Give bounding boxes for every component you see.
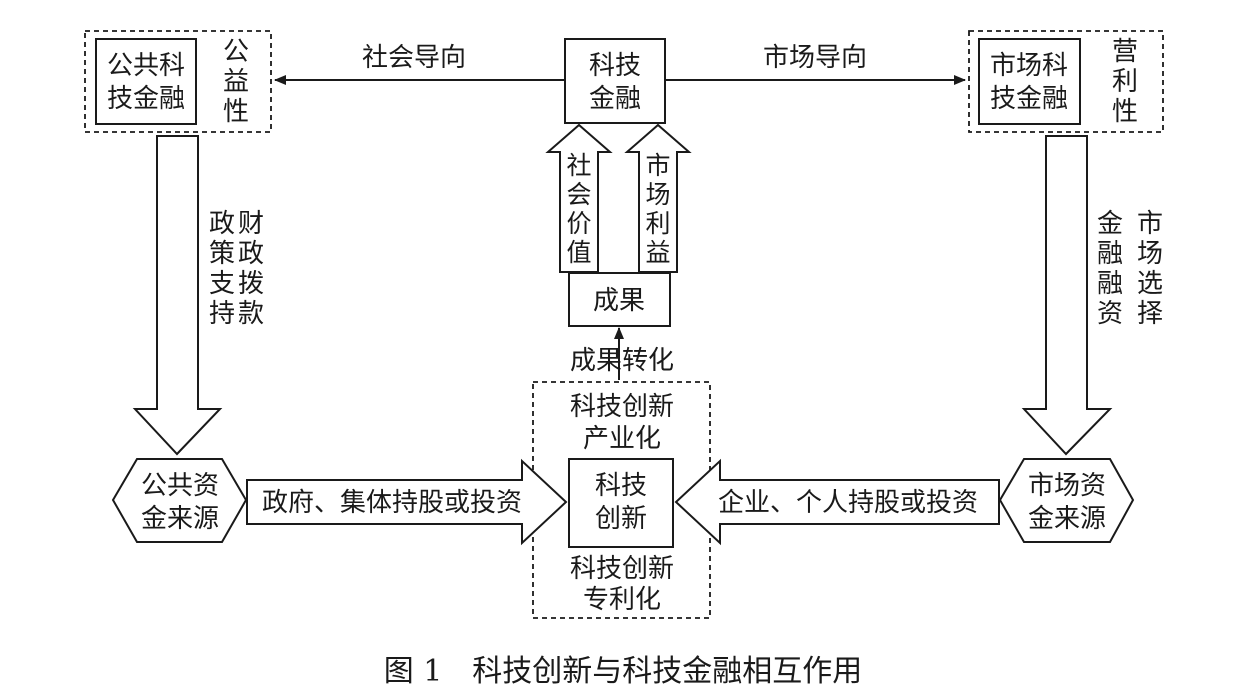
- industrialization-line-2: 产业化: [583, 424, 661, 454]
- figure-caption: 图 1 科技创新与科技金融相互作用: [384, 654, 863, 689]
- public-finance-group: [84, 30, 272, 133]
- market-side-label-2: 利: [1112, 67, 1138, 97]
- innovation-line-2: 创新: [595, 504, 647, 534]
- market-interest-char-3: 利: [645, 209, 670, 238]
- fiscal-col1-char-2: 策: [209, 239, 235, 269]
- public-finance-line-1: 公共科: [107, 51, 185, 81]
- market-selection-arrow: [1021, 135, 1113, 456]
- market-col2-char-3: 选: [1137, 269, 1163, 299]
- fiscal-col2-char-2: 政: [238, 239, 264, 269]
- market-finance-line-1: 市场科: [990, 51, 1068, 81]
- social-orientation-label: 社会导向: [362, 43, 466, 73]
- fiscal-col1-char-4: 持: [209, 299, 235, 329]
- market-col1-char-4: 资: [1097, 299, 1123, 329]
- gov-investment-label: 政府、集体持股或投资: [262, 488, 522, 518]
- market-col2-char-2: 场: [1137, 239, 1163, 269]
- market-finance-group: [968, 30, 1164, 133]
- social-value-char-4: 值: [566, 238, 591, 267]
- market-interest-char-4: 益: [645, 238, 670, 267]
- innovation-box: [568, 458, 674, 548]
- market-finance-box: [978, 38, 1081, 125]
- private-investment-label: 企业、个人持股或投资: [718, 488, 978, 518]
- market-source-line-2: 金来源: [1028, 504, 1106, 534]
- center-finance-line-2: 金融: [589, 84, 641, 114]
- fiscal-col2-char-4: 款: [238, 299, 264, 329]
- gov-investment-arrow: [246, 458, 568, 546]
- public-side-label-3: 性: [223, 97, 249, 127]
- market-interest-arrow: [624, 123, 692, 273]
- social-value-char-3: 价: [566, 209, 591, 238]
- market-col1-char-3: 融: [1097, 269, 1123, 299]
- social-value-char-1: 社: [566, 151, 591, 180]
- market-side-label-1: 营: [1112, 37, 1138, 67]
- patenting-line-2: 专利化: [583, 585, 661, 615]
- industrialization-line-1: 科技创新: [570, 392, 674, 422]
- fiscal-col2-char-3: 拨: [238, 269, 264, 299]
- market-interest-char-2: 场: [645, 180, 670, 209]
- social-value-char-2: 会: [566, 180, 591, 209]
- center-finance-box: [564, 38, 666, 124]
- public-source-line-1: 公共资: [141, 471, 219, 501]
- achievement-label: 成果: [593, 286, 645, 316]
- market-side-label-3: 性: [1112, 97, 1138, 127]
- market-interest-char-1: 市: [645, 151, 670, 180]
- private-investment-arrow: [674, 458, 1000, 546]
- public-side-label-2: 益: [223, 67, 249, 97]
- patenting-line-1: 科技创新: [570, 554, 674, 584]
- public-finance-box: [95, 38, 197, 125]
- market-orientation-label: 市场导向: [763, 43, 867, 73]
- public-side-label-1: 公: [223, 37, 249, 67]
- fiscal-col1-char-1: 政: [209, 209, 235, 239]
- market-source-line-1: 市场资: [1028, 471, 1106, 501]
- innovation-line-1: 科技: [595, 471, 647, 501]
- achievement-box: [568, 272, 671, 327]
- fiscal-col2-char-1: 财: [238, 209, 264, 239]
- market-col2-char-4: 择: [1137, 299, 1163, 329]
- market-col1-char-2: 融: [1097, 239, 1123, 269]
- fiscal-support-arrow: [132, 135, 223, 456]
- public-source-line-2: 金来源: [141, 504, 219, 534]
- social-value-arrow: [545, 123, 613, 273]
- market-source-hexagon: [998, 458, 1135, 543]
- fiscal-col1-char-3: 支: [209, 269, 235, 299]
- public-finance-line-2: 技金融: [107, 84, 185, 114]
- center-finance-line-1: 科技: [589, 51, 641, 81]
- achievement-transform-label: 成果转化: [570, 346, 674, 376]
- market-col2-char-1: 市: [1137, 209, 1163, 239]
- market-col1-char-1: 金: [1097, 209, 1123, 239]
- market-finance-line-2: 技金融: [990, 84, 1068, 114]
